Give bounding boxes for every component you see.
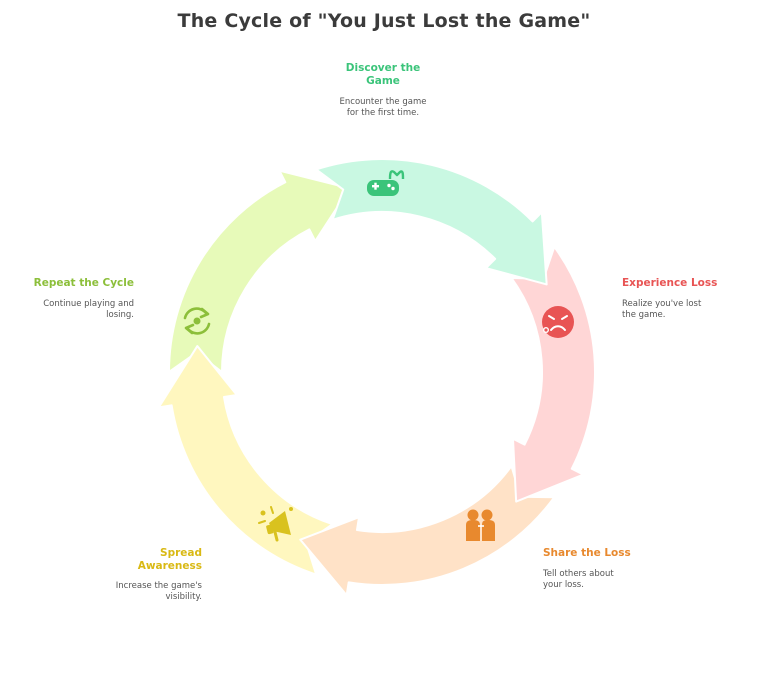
step-description: Encounter the game for the first time. [339,97,427,118]
step-experience: Experience Loss Realize you've lost the … [622,277,734,321]
cycle-arrow-repeat [168,169,351,373]
cycle-icon [183,307,211,335]
step-repeat: Repeat the Cycle Continue playing and lo… [24,277,134,321]
cycle-arrow-spread [157,345,334,576]
sad-face-icon [542,306,574,338]
megaphone-icon [258,506,293,542]
step-title: Repeat the Cycle [33,277,134,289]
gamepad-icon [367,170,405,196]
cycle-arrow-share [299,465,556,597]
step-description: Tell others about your loss. [543,569,614,590]
step-title: Spread Awareness [137,547,202,572]
step-description: Continue playing and losing. [43,299,134,320]
step-description: Increase the game's visibility. [115,581,202,602]
step-share: Share the Loss Tell others about your lo… [543,547,653,591]
step-title: Share the Loss [543,547,631,559]
step-title: Discover the Game [345,62,421,87]
step-description: Realize you've lost the game. [622,299,702,320]
cycle-arrow-discover [315,158,548,286]
step-title: Experience Loss [622,277,718,289]
step-spread: Spread Awareness Increase the game's vis… [100,547,202,603]
page-title: The Cycle of "You Just Lost the Game" [177,10,591,32]
step-discover: Discover the Game Encounter the game for… [333,62,433,119]
people-icon [466,509,495,541]
cycle-arrow-experience [510,245,596,503]
